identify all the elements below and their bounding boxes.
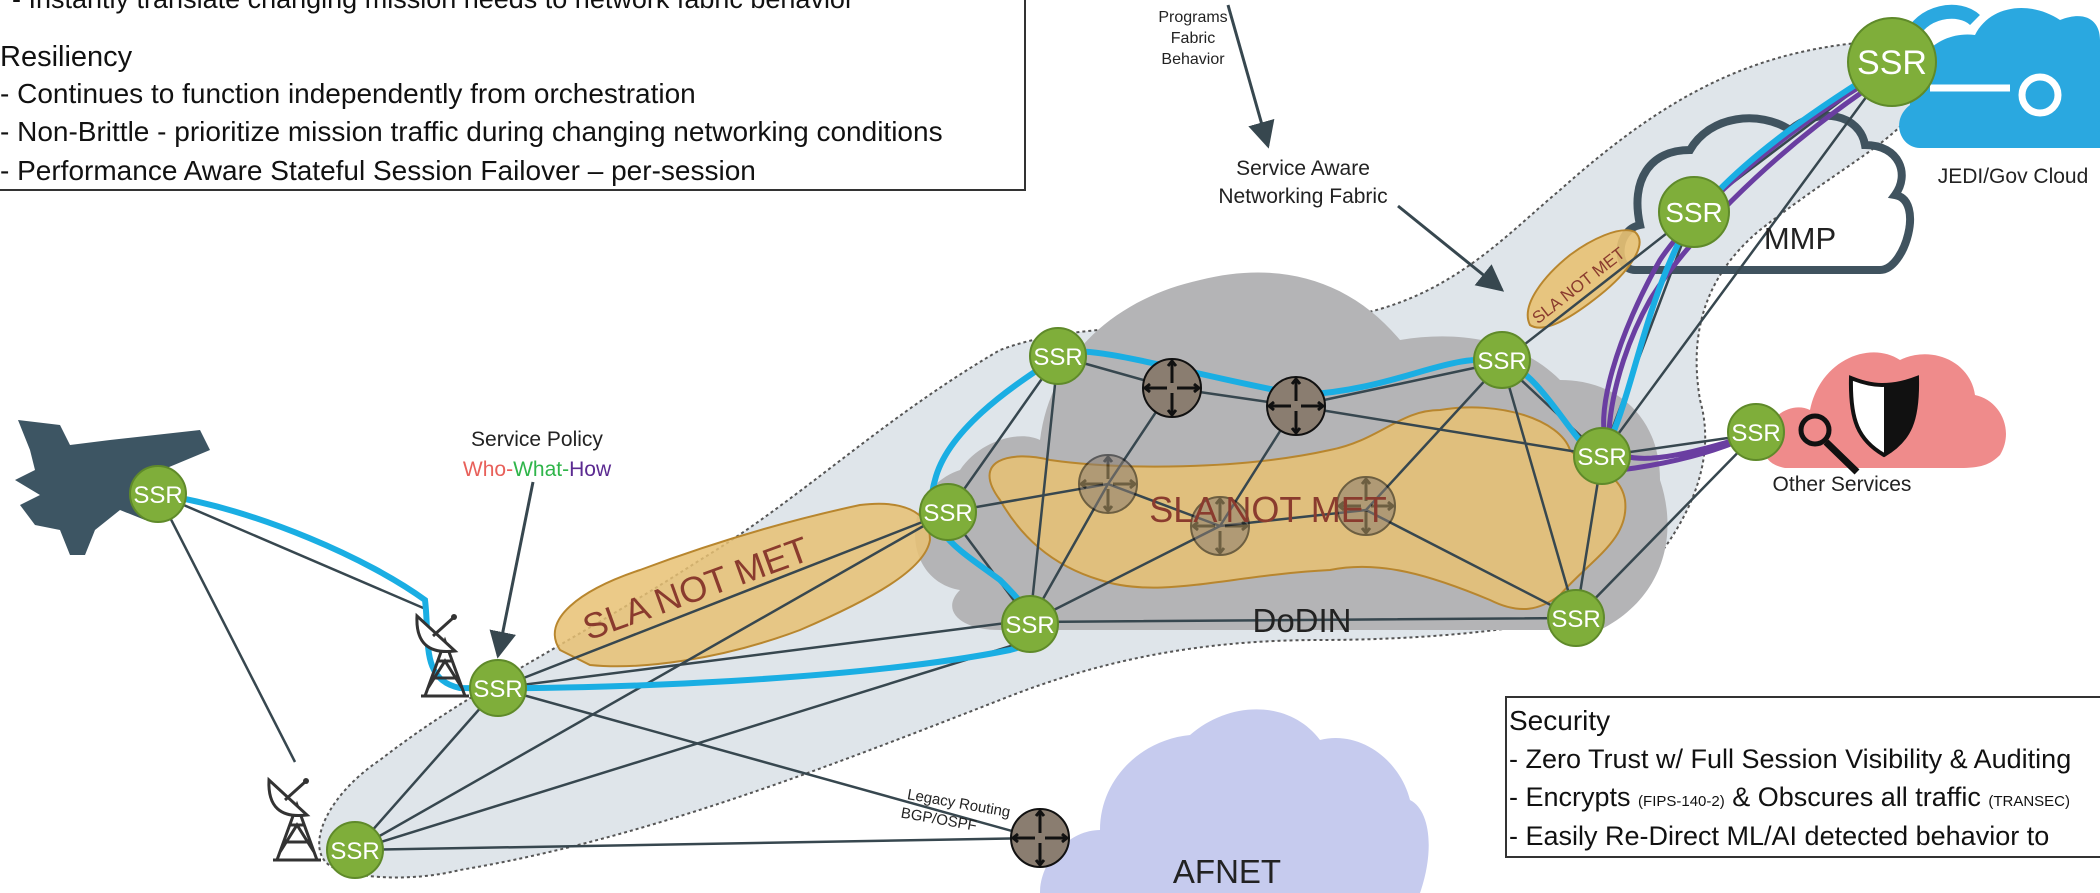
dash-2: - bbox=[562, 458, 569, 481]
jedi-key-icon bbox=[1930, 73, 2062, 117]
jedi-label: JEDI/Gov Cloud bbox=[1938, 165, 2089, 188]
magnifier-icon bbox=[1798, 413, 1832, 447]
magnifier-handle bbox=[1823, 439, 1860, 475]
security-line-3: - Easily Re-Direct ML/AI detected behavi… bbox=[1509, 821, 2049, 851]
link-jet-tower bbox=[157, 492, 429, 612]
ssr-node bbox=[1473, 331, 1531, 389]
ssr-node-jedi bbox=[1847, 17, 1937, 107]
security-line-2-b: (FIPS-140-2) bbox=[1638, 793, 1725, 810]
truncated-line: - Instantly translate changing mission n… bbox=[12, 0, 854, 14]
link bbox=[497, 510, 949, 690]
link bbox=[354, 836, 1041, 852]
shield-half bbox=[1884, 380, 1918, 455]
policy-arrow bbox=[489, 481, 535, 659]
resiliency-box: - Instantly translate changing mission n… bbox=[0, 0, 1026, 191]
ssr-label: SSR bbox=[1731, 420, 1780, 447]
saf-arrow bbox=[1397, 204, 1505, 292]
link bbox=[354, 687, 499, 851]
ssr-node bbox=[919, 483, 977, 541]
afnet-cloud bbox=[1040, 709, 1429, 893]
sla-blob-center bbox=[988, 406, 1627, 611]
ssr-node-tower2 bbox=[326, 821, 384, 879]
router-icon bbox=[1077, 453, 1139, 515]
ssr-node bbox=[1001, 595, 1059, 653]
legacy-router-icon bbox=[1009, 807, 1071, 869]
ssr-label: SSR bbox=[330, 838, 379, 865]
security-box: Security - Zero Trust w/ Full Session Vi… bbox=[1505, 696, 2100, 858]
ssr-label: SSR bbox=[473, 676, 522, 703]
resiliency-bullet-3: - Performance Aware Stateful Session Fai… bbox=[0, 155, 756, 186]
sla-blob-left bbox=[553, 502, 932, 668]
ssr-label: SSR bbox=[133, 482, 182, 509]
sla-blob-top bbox=[1526, 229, 1641, 329]
ssr-node-tower1 bbox=[469, 659, 527, 717]
link bbox=[354, 510, 949, 852]
router-icon bbox=[1265, 375, 1327, 437]
annotation-labels: Programs Fabric Behavior Service Aware N… bbox=[463, 9, 2088, 890]
ssr-node bbox=[1573, 427, 1631, 485]
ssr-label: SSR bbox=[1005, 612, 1054, 639]
sla-label-center: SLA NOT MET bbox=[1149, 489, 1386, 530]
programs-arrow bbox=[1226, 4, 1275, 149]
ssr-label: SSR bbox=[1033, 344, 1082, 371]
ssr-node-jet bbox=[129, 465, 187, 523]
ssr-node-other bbox=[1727, 403, 1785, 461]
link-legacy bbox=[497, 686, 1031, 838]
ssr-label: SSR bbox=[1857, 44, 1927, 82]
ssr-label: SSR bbox=[1665, 197, 1723, 228]
ssr-label: SSR bbox=[1577, 444, 1626, 471]
ssr-label: SSR bbox=[923, 500, 972, 527]
saf-label-1: Service Aware bbox=[1236, 157, 1370, 180]
dash-1: - bbox=[506, 458, 513, 481]
security-line-2-c: & Obscures all traffic bbox=[1725, 782, 1989, 812]
dodin-label: DoDIN bbox=[1252, 602, 1351, 639]
programs-label-3: Behavior bbox=[1161, 51, 1225, 68]
router-icon bbox=[1141, 357, 1203, 419]
resiliency-heading: Resiliency bbox=[0, 41, 133, 73]
security-heading: Security bbox=[1509, 705, 1610, 736]
security-box-frame bbox=[1505, 696, 2100, 858]
resiliency-bullet-1: - Continues to function independently fr… bbox=[0, 78, 696, 109]
service-policy-label: Service Policy bbox=[471, 428, 603, 451]
security-line-2-d: (TRANSEC) bbox=[1988, 793, 2070, 810]
saf-label-2: Networking Fabric bbox=[1218, 185, 1387, 208]
ssr-node-mmp bbox=[1658, 176, 1730, 248]
link bbox=[354, 638, 1031, 852]
security-line-2-a: - Encrypts bbox=[1509, 782, 1638, 812]
who-label: Who bbox=[463, 458, 506, 481]
fighter-jet-icon bbox=[15, 420, 210, 555]
security-line-2: - Encrypts (FIPS-140-2) & Obscures all t… bbox=[1509, 782, 2070, 812]
ssr-node bbox=[1547, 589, 1605, 647]
radio-tower-icon bbox=[267, 776, 323, 862]
programs-label-2: Fabric bbox=[1171, 30, 1215, 47]
programs-label-1: Programs bbox=[1158, 9, 1227, 26]
resiliency-box-frame bbox=[0, 0, 1026, 191]
what-label: What bbox=[513, 458, 562, 481]
ssr-nodes bbox=[129, 17, 1937, 879]
who-what-how: Who-What-How bbox=[463, 458, 612, 481]
ssr-labels: SSR SSR SSR SSR SSR SSR SSR SSR SSR SSR … bbox=[133, 44, 1927, 865]
mmp-label: MMP bbox=[1764, 221, 1836, 256]
link-jet-tower2 bbox=[156, 493, 297, 763]
ssr-label: SSR bbox=[1551, 606, 1600, 633]
resiliency-bullet-2: - Non-Brittle - prioritize mission traff… bbox=[0, 116, 943, 147]
how-label: How bbox=[569, 458, 612, 481]
security-line-1: - Zero Trust w/ Full Session Visibility … bbox=[1509, 744, 2071, 774]
link bbox=[497, 618, 1031, 690]
afnet-label: AFNET bbox=[1173, 853, 1281, 890]
blue-path bbox=[157, 59, 1894, 692]
other-services-label: Other Services bbox=[1773, 473, 1912, 496]
ssr-label: SSR bbox=[1477, 348, 1526, 375]
link bbox=[946, 354, 1503, 624]
ssr-node bbox=[1029, 327, 1087, 385]
